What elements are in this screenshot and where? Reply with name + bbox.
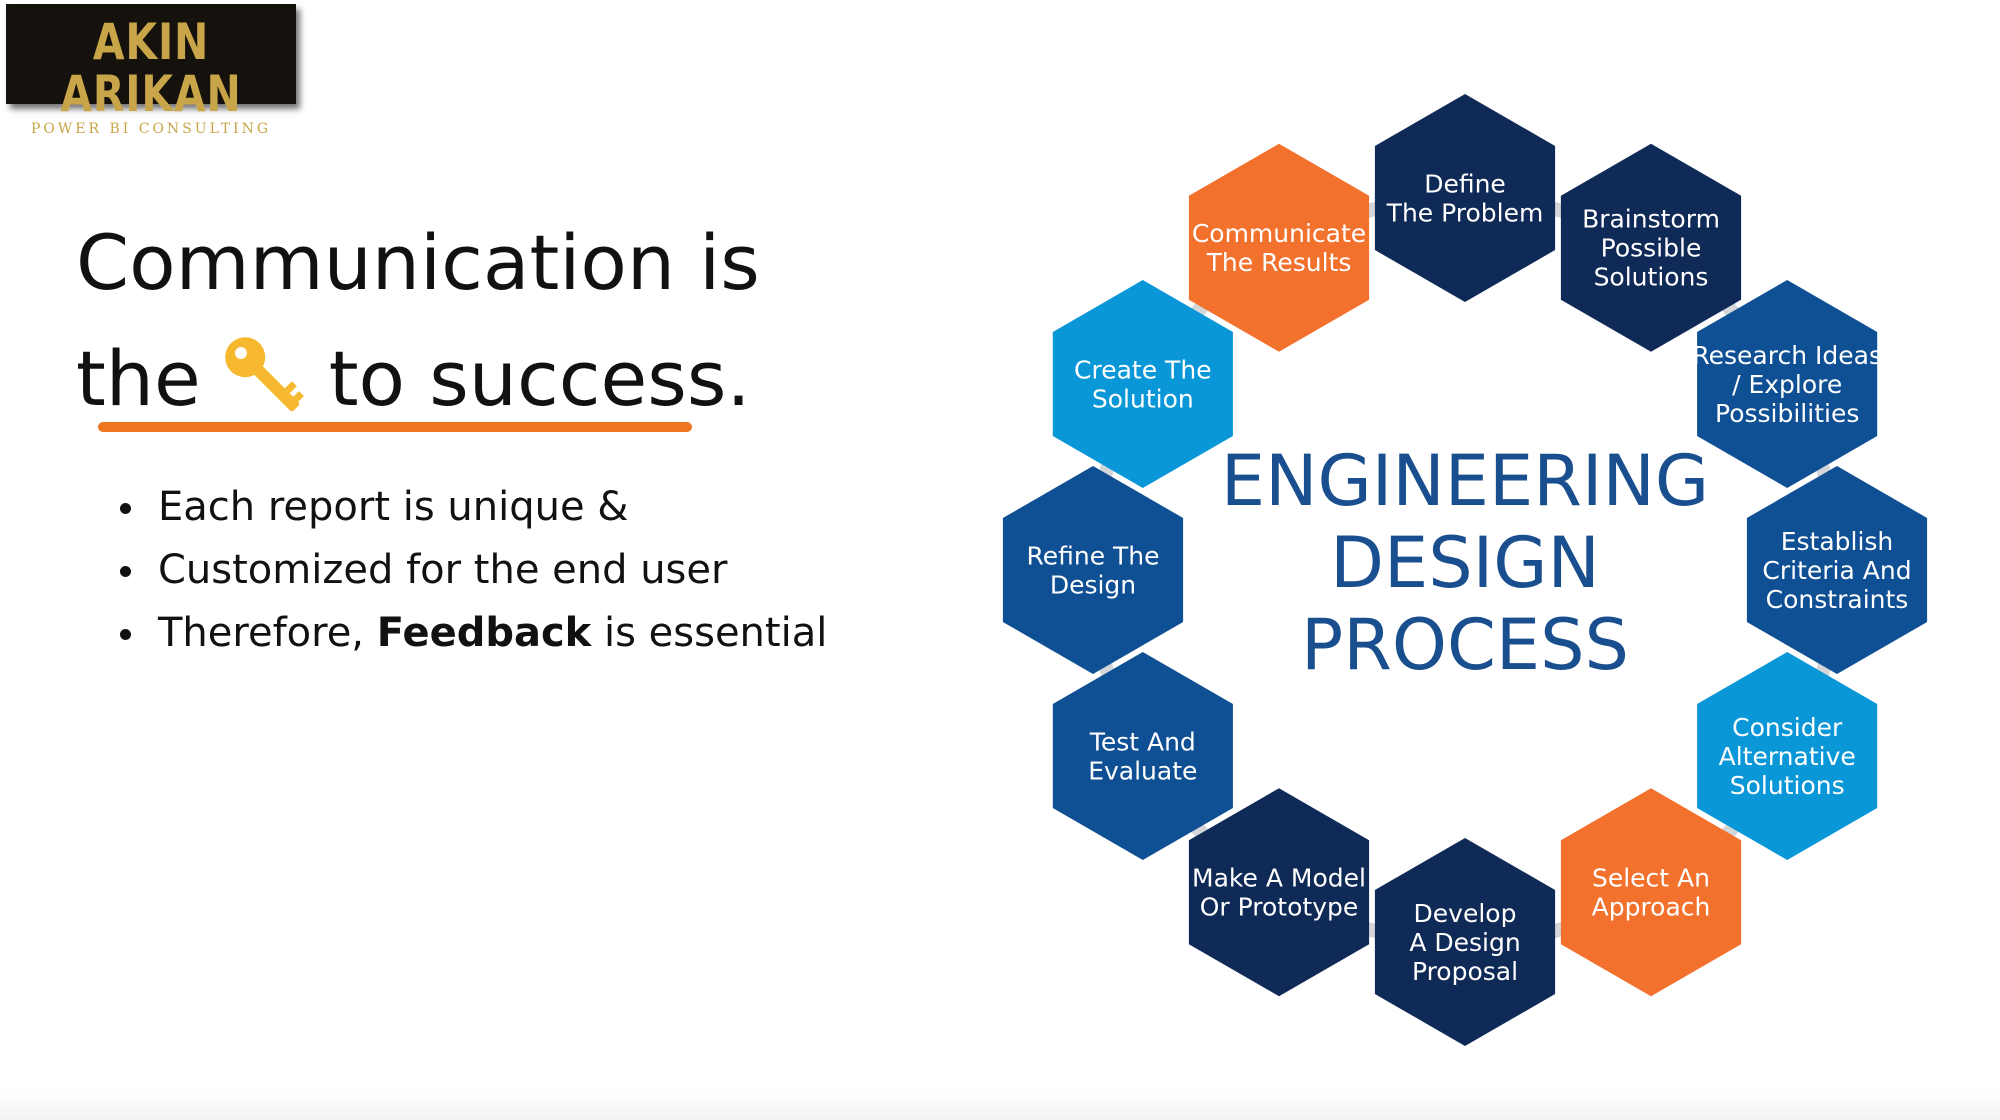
bullet-item: Therefore, Feedback is essential [118,602,838,665]
step-label-line: The Problem [1386,198,1544,227]
bottom-shadow [0,1090,2000,1120]
headline-line-2-end: to success. [328,334,751,423]
step-label-line: Or Prototype [1200,892,1359,921]
step-label-line: Solutions [1594,263,1709,292]
step-hexagon [1746,466,1928,674]
step-label-line: Solutions [1730,771,1845,800]
logo-tagline: POWER BI CONSULTING [30,121,272,137]
step-label-line: A Design [1409,928,1520,957]
step-label-line: Alternative [1719,742,1856,771]
step-hexagon [1052,652,1233,860]
step-label-line: Constraints [1766,585,1909,614]
step-label-line: Refine The [1026,541,1159,570]
step-hexagon [1052,280,1233,488]
diagram-title: ENGINEERING DESIGN PROCESS [1160,440,1770,686]
step-hexagon [1188,788,1370,997]
bullet-item: Customized for the end user [118,539,838,602]
step-label-line: Select An [1592,863,1710,892]
step-label-line: Research Ideas [1692,341,1882,370]
company-logo: AKIN ARIKAN POWER BI CONSULTING [6,4,296,137]
step-hexagon [1560,788,1742,997]
key-icon [215,327,315,427]
headline-line-1: Communication is [76,218,760,307]
step-hexagon [1697,280,1878,488]
step-label-line: Proposal [1412,957,1518,986]
step-label-line: Consider [1732,713,1843,742]
step-label-line: Possible [1601,234,1702,263]
headline: Communication is the to success. [76,205,836,437]
step-hexagon [1560,143,1742,352]
bullet-bold-word: Feedback [376,610,592,656]
headline-line-2: the to success. [76,321,836,437]
step-label-line: Communicate [1192,219,1366,248]
step-label-line: / Explore [1732,370,1842,399]
bullet-item: Each report is unique & [118,476,838,539]
headline-line-2-start: the [76,334,201,423]
step-label-line: Test And [1089,727,1196,756]
step-label-line: Make A Model [1192,863,1366,892]
step-hexagon [1374,94,1556,302]
logo-name: AKIN ARIKAN [60,13,242,123]
step-label-line: Design [1050,570,1136,599]
step-label-line: Evaluate [1088,756,1197,785]
step-label-line: Establish [1781,527,1894,556]
step-label-line: Possibilities [1715,399,1859,428]
step-hexagon [1188,143,1370,352]
diagram-title-line: DESIGN [1330,522,1600,604]
diagram-title-line: ENGINEERING [1220,440,1710,522]
bullet-suffix: is essential [591,610,828,656]
step-label-line: The Results [1206,248,1352,277]
step-hexagon [1002,466,1184,674]
step-hexagon [1697,652,1878,860]
bullet-prefix: Therefore, [158,610,377,656]
step-hexagon [1374,838,1556,1046]
step-label-line: Define [1424,169,1506,198]
step-label-line: Approach [1592,892,1711,921]
headline-underline [98,422,692,432]
step-label-line: Criteria And [1762,556,1911,585]
diagram-title-line: PROCESS [1301,604,1629,686]
bullet-list: Each report is unique & Customized for t… [118,476,838,665]
step-label-line: Create The [1074,355,1212,384]
step-label-line: Solution [1092,384,1194,413]
step-label-line: Develop [1414,899,1517,928]
step-label-line: Brainstorm [1582,205,1720,234]
